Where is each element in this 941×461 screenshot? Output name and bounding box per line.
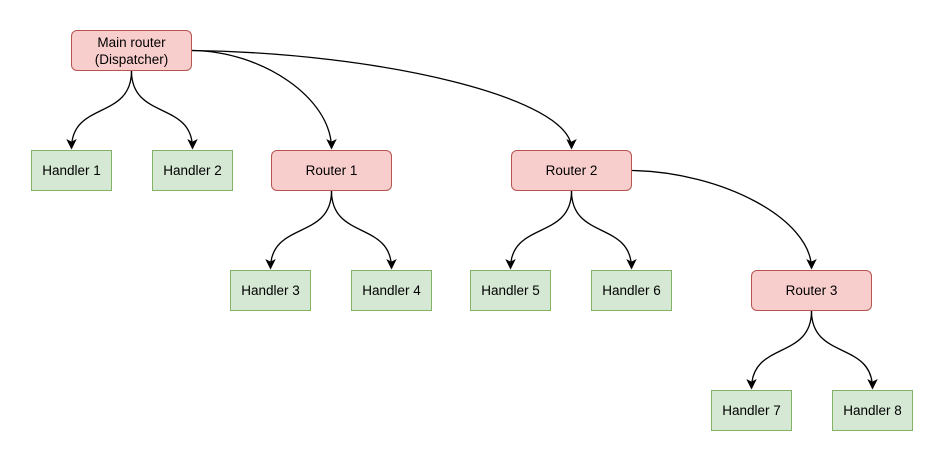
node-handler-5: Handler 5 xyxy=(470,270,551,311)
node-handler-2-label: Handler 2 xyxy=(163,163,222,178)
edge-router-3-to-handler-7 xyxy=(746,310,813,390)
node-handler-1: Handler 1 xyxy=(31,150,112,191)
node-router-2: Router 2 xyxy=(511,150,632,191)
node-handler-7: Handler 7 xyxy=(711,390,792,431)
node-router-1: Router 1 xyxy=(271,150,392,191)
node-handler-8: Handler 8 xyxy=(832,390,913,431)
node-router-2-label: Router 2 xyxy=(545,163,598,178)
edge-router-2-to-handler-6 xyxy=(570,190,637,270)
edge-router-2-to-handler-5 xyxy=(505,190,573,270)
edge-router-3-to-handler-8 xyxy=(810,310,878,390)
node-handler-1-label: Handler 1 xyxy=(42,163,101,178)
edge-main-router-to-router-2 xyxy=(191,49,577,150)
node-handler-4-label: Handler 4 xyxy=(362,283,421,298)
node-handler-6-label: Handler 6 xyxy=(602,283,661,298)
node-router-3: Router 3 xyxy=(751,270,872,311)
node-handler-4: Handler 4 xyxy=(351,270,432,311)
node-handler-8-label: Handler 8 xyxy=(843,403,902,418)
node-router-3-label: Router 3 xyxy=(785,283,838,298)
node-handler-6: Handler 6 xyxy=(591,270,672,311)
edge-main-router-to-handler-1 xyxy=(66,70,133,150)
node-router-1-label: Router 1 xyxy=(305,163,358,178)
node-handler-2: Handler 2 xyxy=(152,150,233,191)
node-main-router-label: Main router (Dispatcher) xyxy=(94,34,169,67)
edge-main-router-to-handler-2 xyxy=(130,70,198,150)
node-handler-7-label: Handler 7 xyxy=(722,403,781,418)
edge-router-1-to-handler-3 xyxy=(265,190,333,270)
edge-router-1-to-handler-4 xyxy=(330,190,397,270)
edge-main-router-to-router-1 xyxy=(191,49,337,150)
node-handler-3: Handler 3 xyxy=(230,270,311,311)
node-handler-3-label: Handler 3 xyxy=(241,283,300,298)
node-main-router: Main router (Dispatcher) xyxy=(71,30,192,71)
edge-router-2-to-router-3 xyxy=(631,169,817,270)
node-handler-5-label: Handler 5 xyxy=(481,283,540,298)
